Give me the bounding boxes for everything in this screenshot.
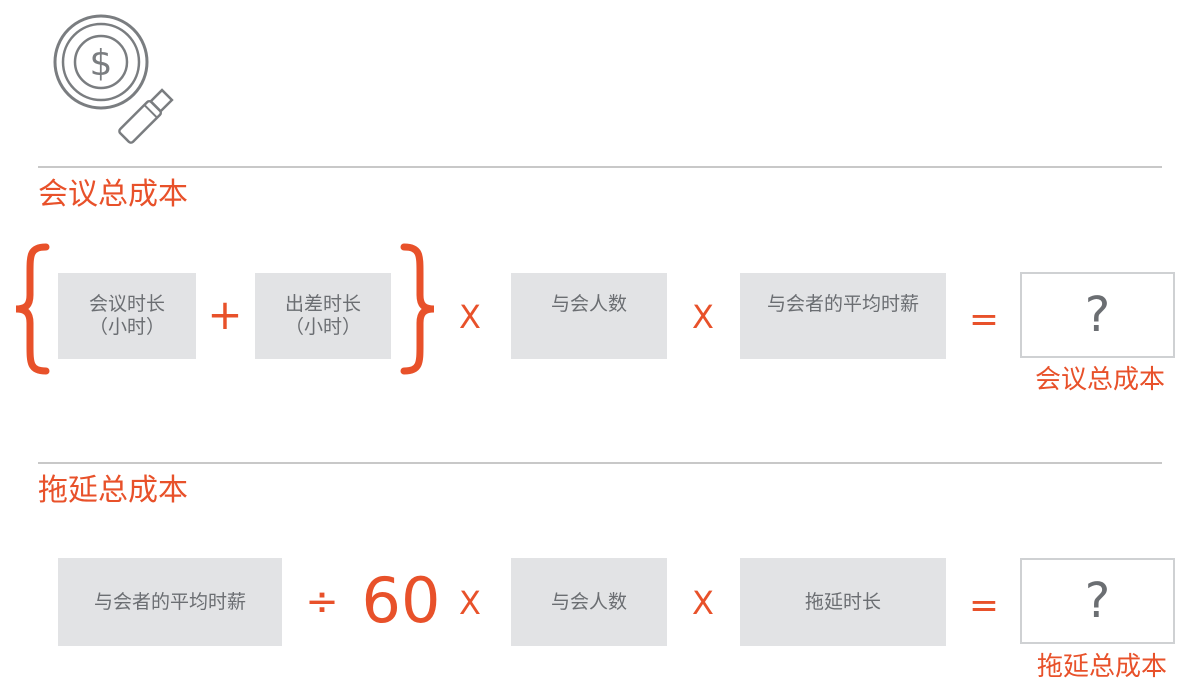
delay-avg-hourly-wage-label: 与会者的平均时薪	[93, 590, 246, 613]
delay-attendee-count-box: 与会人数	[511, 558, 667, 646]
plus-operator: +	[207, 290, 243, 339]
delay-duration-box: 拖延时长	[740, 558, 946, 646]
meeting-section-title: 会议总成本	[38, 177, 188, 212]
times-operator-4: X	[692, 584, 714, 622]
travel-duration-label: 出差时长	[284, 293, 361, 316]
question-mark-2: ?	[1084, 573, 1111, 629]
right-brace	[400, 243, 435, 375]
left-brace	[15, 243, 50, 375]
delay-attendee-count-label: 与会人数	[550, 590, 627, 613]
meeting-result-label: 会议总成本	[1034, 365, 1165, 395]
times-operator-1: X	[459, 298, 481, 336]
avg-hourly-wage-label: 与会者的平均时薪	[766, 292, 919, 315]
delay-result-box: ?	[1020, 558, 1175, 644]
attendee-count-label: 与会人数	[550, 292, 627, 315]
divider-meeting	[38, 166, 1162, 168]
divide-operator: ÷	[305, 579, 339, 625]
travel-duration-box: 出差时长 （小时）	[255, 273, 391, 359]
delay-duration-label: 拖延时长	[804, 590, 881, 613]
times-operator-2: X	[692, 298, 714, 336]
delay-section-title: 拖延总成本	[38, 473, 188, 508]
equals-operator-2: =	[968, 585, 1000, 626]
magnifier-dollar-icon: $	[50, 12, 192, 152]
delay-avg-hourly-wage-box: 与会者的平均时薪	[58, 558, 282, 646]
attendee-count-box: 与会人数	[511, 273, 667, 359]
question-mark: ?	[1084, 287, 1111, 343]
svg-text:$: $	[90, 43, 113, 84]
meeting-result-box: ?	[1020, 272, 1175, 358]
travel-duration-unit: （小时）	[284, 316, 361, 338]
meeting-duration-box: 会议时长 （小时）	[58, 273, 196, 359]
divider-delay	[38, 462, 1162, 464]
avg-hourly-wage-box: 与会者的平均时薪	[740, 273, 946, 359]
times-operator-3: X	[459, 584, 481, 622]
meeting-duration-label: 会议时长	[88, 293, 165, 316]
equals-operator: =	[968, 299, 1000, 340]
meeting-duration-unit: （小时）	[88, 316, 165, 338]
delay-result-label: 拖延总成本	[1036, 652, 1167, 682]
sixty-number: 60	[361, 564, 441, 637]
